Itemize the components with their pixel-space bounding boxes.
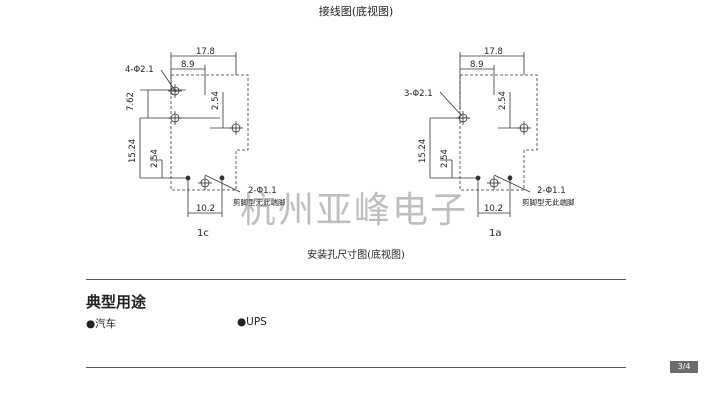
watermark-text: 杭州亚峰电子 [240, 190, 468, 231]
left-dim-17-8: 17.8 [196, 47, 215, 57]
right-dim-8-9: 8.9 [470, 60, 484, 70]
use-item-car: ●汽车 [86, 318, 117, 330]
left-note: 剪脚型无此端脚 [233, 197, 286, 207]
diagram-left [139, 52, 249, 217]
use-item-ups: ●UPS [237, 316, 267, 328]
left-dim-2-54-top: 2.54 [211, 91, 221, 110]
left-dim-15-24: 15.24 [128, 139, 138, 163]
section-title: 典型用途 [86, 293, 147, 311]
diagram-right-labels: 17.8 8.9 3-Φ2.1 2.54 15.24 2.54 2-Φ1.1 1… [404, 47, 575, 239]
right-dim-17-8: 17.8 [484, 47, 503, 57]
divider-top [86, 279, 626, 280]
diagram-left-labels: 17.8 8.9 4-Φ2.1 7.62 2.54 15.24 2.54 2-Φ… [125, 47, 286, 239]
right-holes-label: 3-Φ2.1 [404, 89, 433, 99]
left-diagram-label: 1c [197, 228, 209, 239]
left-holes-label: 4-Φ2.1 [125, 65, 154, 75]
right-dim-15-24: 15.24 [418, 139, 428, 163]
right-note: 剪脚型无此端脚 [522, 197, 575, 207]
mounting-diagrams: 17.8 8.9 4-Φ2.1 7.62 2.54 15.24 2.54 2-Φ… [125, 47, 575, 239]
left-dim-2-54-bottom: 2.54 [150, 149, 160, 168]
page-number: 3/4 [670, 361, 698, 373]
left-dim-8-9: 8.9 [181, 60, 195, 70]
left-pins-label: 2-Φ1.1 [248, 186, 277, 196]
right-diagram-label: 1a [489, 228, 502, 239]
left-dim-7-62: 7.62 [126, 92, 136, 111]
diagram-right [429, 52, 538, 217]
left-dim-10-2: 10.2 [196, 204, 215, 214]
right-pins-label: 2-Φ1.1 [537, 186, 566, 196]
right-dim-2-54-top: 2.54 [498, 91, 508, 110]
right-dim-10-2: 10.2 [484, 204, 503, 214]
divider-bottom [86, 367, 626, 368]
mount-caption: 安装孔尺寸图(底视图) [307, 250, 405, 261]
right-dim-2-54-bottom: 2.54 [440, 149, 450, 168]
wiring-diagram-title: 接线图(底视图) [318, 5, 394, 18]
